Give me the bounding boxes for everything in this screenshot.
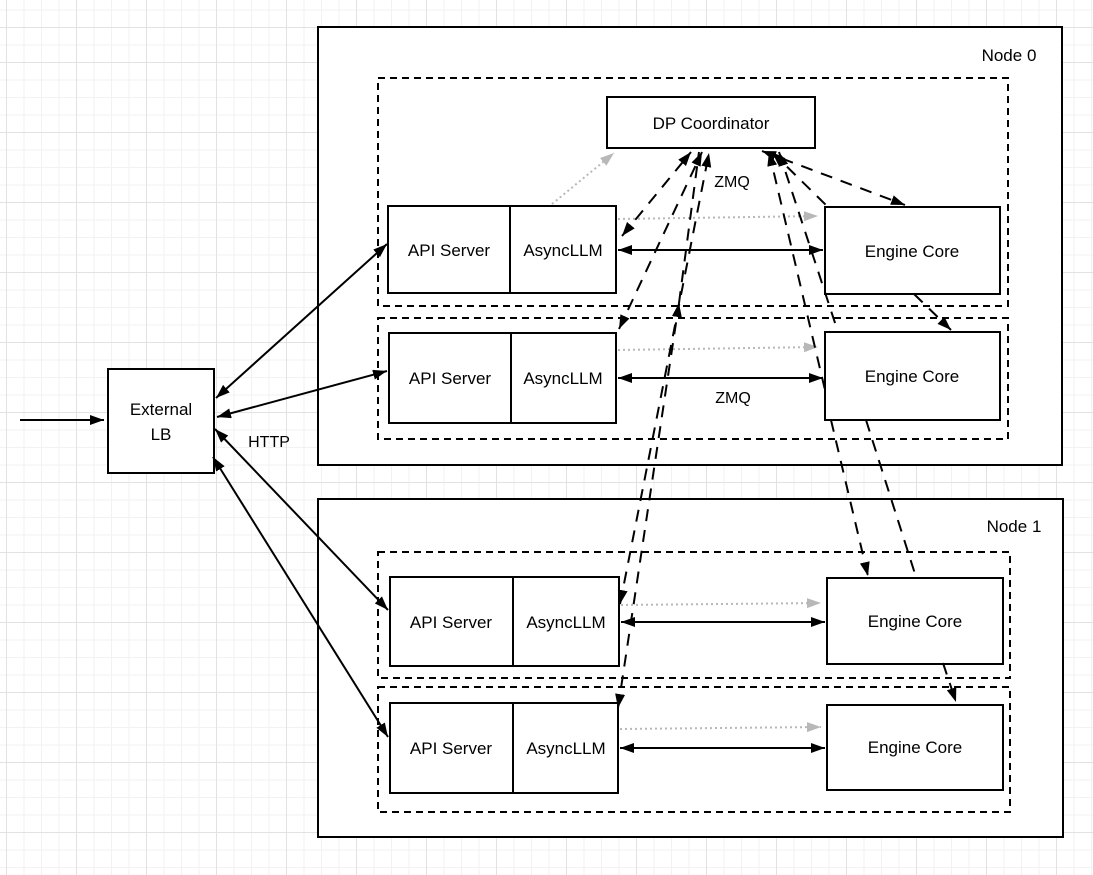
node1-rank0-engine-box — [826, 577, 1004, 665]
node0-rank0-async-label: AsyncLLM — [523, 241, 602, 260]
node1-rank0-api-label: API Server — [410, 613, 493, 632]
external-lb-label-line1: External — [130, 400, 192, 419]
async1-engine1-dotted-arrow — [617, 342, 819, 353]
async3-coordinator-dashed-arrow-lower — [615, 302, 682, 709]
node0-rank1-async-label: AsyncLLM — [523, 369, 602, 388]
node0-rank0-group-box — [377, 77, 1009, 307]
node1-label: Node 1 — [987, 517, 1042, 536]
http-connections — [20, 243, 389, 738]
lb-to-node0-rank1-arrow — [216, 369, 388, 419]
zmq-coordinator-label: ZMQ — [714, 174, 750, 191]
coordinator-engine3-dashed-arrow-middle — [865, 419, 917, 578]
coordinator-engine1-dashed-arrow-lower — [913, 293, 952, 331]
coordinator-engine2-dashed-arrow-lower — [830, 419, 870, 577]
node1-rank1-api-box — [389, 702, 619, 794]
node0-rank0-engine-box — [824, 206, 1001, 295]
external-lb-label-line2: LB — [151, 425, 172, 444]
coordinator-connections — [615, 150, 957, 709]
dp-coordinator-box — [606, 96, 816, 149]
async3-engine3-dotted-arrow — [619, 722, 822, 733]
zmq-engine-label: ZMQ — [715, 390, 751, 407]
http-label: HTTP — [248, 434, 290, 451]
node0-rank1-api-label: API Server — [409, 369, 492, 388]
coordinator-engine1-dashed-arrow-upper — [771, 151, 828, 207]
node1-rank1-api-label: API Server — [410, 739, 493, 758]
async3-coordinator-dashed-arrow-upper — [678, 151, 700, 304]
node1-rank1-engine-label: Engine Core — [868, 738, 963, 757]
node0-rank1-api-box — [388, 332, 617, 424]
node1-rank1-async-label: AsyncLLM — [526, 739, 605, 758]
external-lb-box — [107, 368, 215, 474]
lb-to-node1-rank1-arrow — [212, 456, 389, 738]
node1-rank0-engine-label: Engine Core — [868, 612, 963, 631]
node1-rank0-api-box — [389, 576, 620, 667]
async0-coordinator-dotted-arrow — [551, 152, 615, 205]
dp-coordinator-label: DP Coordinator — [653, 114, 770, 133]
coordinator-engine3-dashed-arrow-lower — [942, 662, 957, 703]
coordinator-engine3-dashed-arrow-upper — [778, 151, 839, 333]
async2-engine2-dotted-arrow — [620, 598, 822, 609]
node0-rank1-engine-label: Engine Core — [865, 367, 960, 386]
node1-rank0-async-label: AsyncLLM — [526, 613, 605, 632]
node0-rank0-engine-label: Engine Core — [865, 242, 960, 261]
async2-coordinator-dashed-arrow — [617, 152, 712, 605]
node0-label: Node 0 — [982, 46, 1037, 65]
node1-rank1-group-box — [377, 686, 1011, 813]
node0-rank0-api-label: API Server — [408, 241, 491, 260]
node0-rank1-engine-box — [824, 331, 1001, 421]
node0-rank0-api-box — [387, 205, 617, 294]
node1-rank1-engine-box — [826, 704, 1004, 791]
